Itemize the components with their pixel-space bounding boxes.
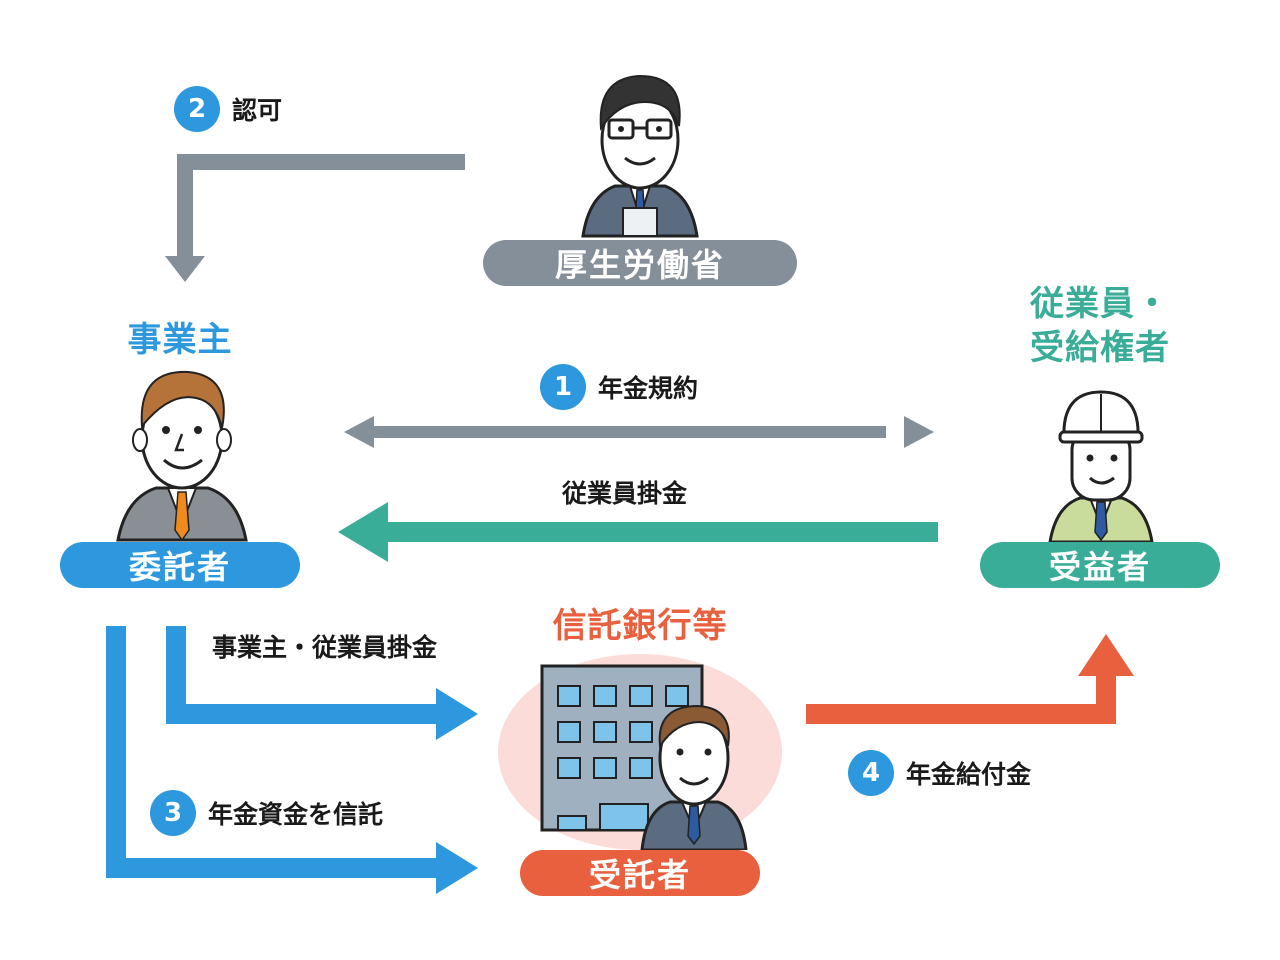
pension-rules-arrow [344, 416, 934, 448]
employer-role-pill: 委託者 [60, 542, 300, 588]
benefit-payment-step: 4 年金給付金 [848, 750, 1031, 796]
step-number-4: 4 [848, 750, 894, 796]
step-number-2: 2 [174, 86, 220, 132]
employer-title: 事業主 [127, 320, 233, 360]
step-number-3: 3 [150, 790, 196, 836]
trustee-role-pill: 受託者 [520, 850, 760, 896]
approval-step: 2 認可 [174, 86, 282, 132]
approval-arrow [165, 154, 465, 282]
step-number-1: 1 [540, 364, 586, 410]
employer-employee-contribution-label: 事業主・従業員掛金 [212, 633, 438, 662]
benefit-payment-label: 年金給付金 [906, 760, 1032, 789]
trust-funds-step: 3 年金資金を信託 [150, 790, 383, 836]
ministry-label-pill: 厚生労働省 [483, 240, 797, 286]
bank-building-with-banker-icon [498, 654, 782, 850]
employee-contribution-arrow [338, 502, 938, 562]
trust-funds-arrow [106, 626, 478, 894]
employee-contribution-label: 従業員掛金 [562, 479, 688, 508]
trust-funds-label: 年金資金を信託 [208, 800, 384, 829]
worker-helmet-icon [1048, 390, 1154, 542]
employer-employee-contribution-arrow [166, 626, 478, 740]
official-with-glasses-icon [581, 74, 699, 238]
businessman-orange-tie-icon [116, 370, 248, 542]
pension-rules-label: 年金規約 [598, 374, 699, 403]
beneficiary-role-pill: 受益者 [980, 542, 1220, 588]
trustee-title: 信託銀行等 [552, 606, 728, 646]
beneficiary-title-line2: 受給権者 [1030, 328, 1170, 368]
beneficiary-title: 従業員・ 受給権者 [990, 282, 1210, 370]
approval-label: 認可 [232, 96, 283, 125]
benefit-payment-arrow [806, 634, 1134, 724]
beneficiary-title-line1: 従業員・ [1030, 284, 1170, 324]
pension-rules-step: 1 年金規約 [540, 364, 698, 410]
